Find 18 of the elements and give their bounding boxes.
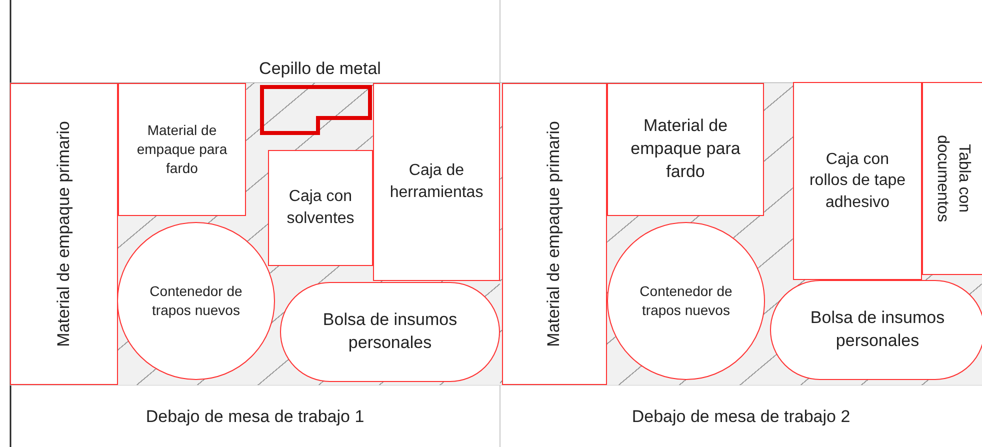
bag-shape: Bolsa de insumos personales xyxy=(770,280,982,380)
area-caption: Debajo de mesa de trabajo 2 xyxy=(630,407,852,427)
item-label: Material de empaque primario xyxy=(52,121,74,347)
storage-box xyxy=(922,82,982,275)
item-label: Material de empaque primario xyxy=(543,121,564,347)
area-caption: Debajo de mesa de trabajo 1 xyxy=(144,407,366,427)
storage-box: Material de empaque para fardo xyxy=(607,83,764,216)
item-label: Tabla con documentos xyxy=(933,134,974,224)
round-container: Contenedor de trapos nuevos xyxy=(607,222,765,380)
bag-shape: Bolsa de insumos personales xyxy=(280,282,500,382)
storage-box xyxy=(10,83,118,385)
storage-box: Caja con rollos de tape adhesivo xyxy=(793,82,922,280)
storage-box xyxy=(502,83,607,385)
item-label: Cepillo de metal xyxy=(258,59,382,79)
storage-box: Caja con solventes xyxy=(268,150,373,266)
storage-box: Material de empaque para fardo xyxy=(118,83,246,216)
round-container: Contenedor de trapos nuevos xyxy=(117,222,275,380)
storage-box: Caja de herramientas xyxy=(373,83,500,281)
